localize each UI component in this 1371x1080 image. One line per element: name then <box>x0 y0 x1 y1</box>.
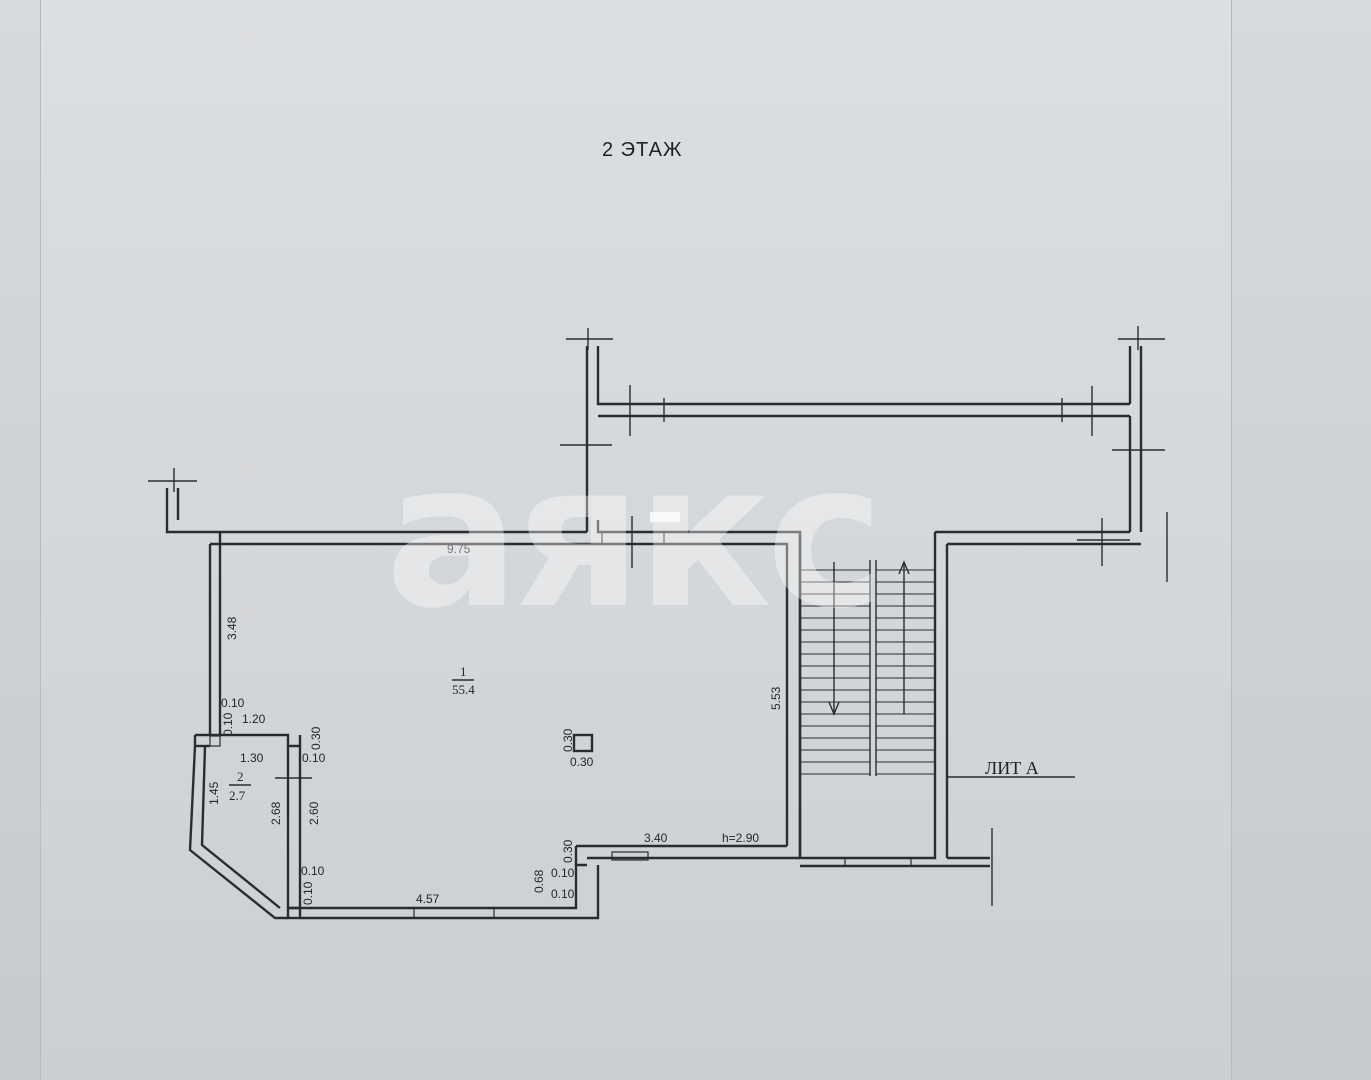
dim-room2-h-a: 2.68 <box>269 801 283 825</box>
dim-niche-w1: 1.20 <box>242 712 266 726</box>
building-label: ЛИТ А <box>985 758 1039 778</box>
dim-step-h: 0.68 <box>532 869 546 893</box>
room-2-area: 2.7 <box>229 788 246 803</box>
column-size-h: 0.30 <box>570 755 594 769</box>
stair-steps <box>800 569 935 775</box>
dim-niche-t1: 0.30 <box>309 726 323 750</box>
dim-bottom-t2: 0.10 <box>301 881 315 905</box>
dim-step-top: 0.30 <box>561 839 575 863</box>
room-2-number: 2 <box>237 769 244 784</box>
dim-left-thick-b: 0.10 <box>221 712 235 736</box>
room-1-area: 55.4 <box>452 682 475 697</box>
dim-left-upper: 3.48 <box>225 616 239 640</box>
stairwell <box>798 512 1168 906</box>
column-size-v: 0.30 <box>561 728 575 752</box>
dim-bottom-t1: 0.10 <box>301 864 325 878</box>
dim-step-t2: 0.10 <box>551 887 575 901</box>
dim-right-wall: 5.53 <box>769 686 783 710</box>
dim-left-thick-a: 0.10 <box>221 696 245 710</box>
dim-bay-side: 1.45 <box>207 781 221 805</box>
stair-up-arrow-icon <box>898 560 910 714</box>
dim-right-bottom: 3.40 <box>644 831 668 845</box>
dim-bottom-wall: 4.57 <box>416 892 440 906</box>
dim-ceiling-height: h=2.90 <box>722 831 759 845</box>
dim-step-t1: 0.10 <box>551 866 575 880</box>
dim-top-wall: 9.75 <box>447 542 471 556</box>
watermark-logo: аякс <box>385 420 879 653</box>
room-1-number: 1 <box>460 664 467 679</box>
paper-sheet <box>40 0 1232 1080</box>
gallery-walls <box>560 326 1165 532</box>
floor-title: 2 ЭТАЖ <box>602 139 682 161</box>
dim-room2-h-b: 2.60 <box>307 801 321 825</box>
stair-down-arrow-icon <box>828 562 840 716</box>
dim-niche-w2: 1.30 <box>240 751 264 765</box>
dim-niche-t2: 0.10 <box>302 751 326 765</box>
